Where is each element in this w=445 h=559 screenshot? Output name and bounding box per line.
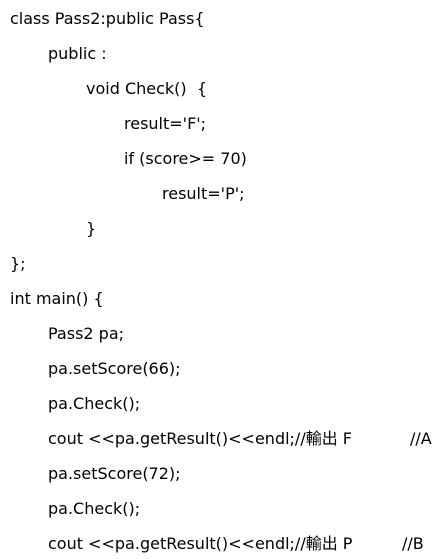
- code-line-check-call-2: pa.Check();: [48, 499, 141, 518]
- code-line-pass2-pa: Pass2 pa;: [48, 324, 125, 343]
- code-line-check-decl: void Check() {: [86, 79, 207, 98]
- code-tag-a: //A: [410, 429, 432, 448]
- code-tag-b: //B: [402, 534, 424, 553]
- code-line-class-decl: class Pass2:public Pass{: [10, 9, 205, 28]
- code-line-setscore-66: pa.setScore(66);: [48, 359, 181, 378]
- code-line-result-p: result='P';: [162, 184, 245, 203]
- code-line-cout-a: cout <<pa.getResult()<<endl;//輸出 F: [48, 429, 353, 448]
- code-line-main-decl: int main() {: [10, 289, 104, 308]
- code-line-result-f: result='F';: [124, 114, 207, 133]
- code-line-if-score: if (score>= 70): [124, 149, 247, 168]
- code-line-setscore-72: pa.setScore(72);: [48, 464, 181, 483]
- code-line-close-method: }: [86, 219, 97, 238]
- code-line-check-call-1: pa.Check();: [48, 394, 141, 413]
- code-line-public: public :: [48, 44, 107, 63]
- code-line-cout-b: cout <<pa.getResult()<<endl;//輸出 P: [48, 534, 353, 553]
- code-line-close-class: };: [10, 254, 26, 273]
